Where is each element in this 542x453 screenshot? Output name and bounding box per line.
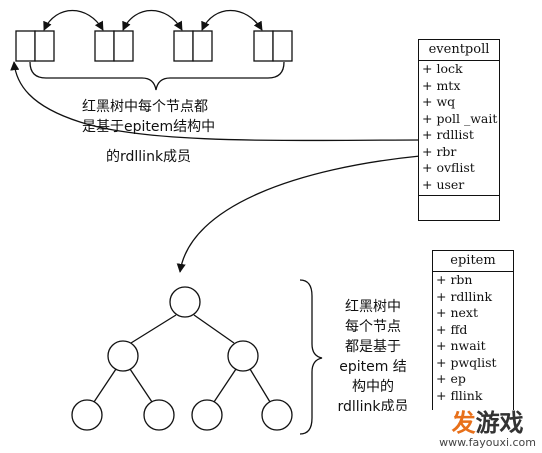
list-node-2: [94, 30, 134, 62]
tree-edge: [213, 368, 237, 403]
tree-brace: [299, 279, 323, 435]
list-node-3: [173, 30, 213, 62]
list-link-arrow-1: [43, 9, 104, 31]
list-brace: [29, 61, 285, 91]
rdllist-to-list-arrow: [10, 61, 421, 142]
tree-edge: [93, 368, 117, 403]
tree-node: [71, 399, 103, 431]
eventpoll-field-wq: + wq: [422, 94, 456, 109]
epitem-field-nwait: + nwait: [436, 338, 486, 353]
watermark-logo: 发游戏: [439, 410, 536, 436]
tree-node: [143, 399, 175, 431]
epitem-field-rbn: + rbn: [436, 272, 473, 287]
eventpoll-field-rdllist: + rdllist: [422, 127, 474, 142]
epitem-field-pwqlist: + pwqlist: [436, 354, 497, 370]
list-link-arrow-3: [201, 9, 263, 31]
tree-edge: [129, 368, 153, 403]
tree-edge: [193, 314, 235, 344]
annotation-line-1: 红黑树中每个节点都: [82, 99, 208, 115]
tree-annotation-line: 都是基于: [345, 339, 401, 355]
epitem-field-next: + next: [436, 305, 478, 320]
watermark-logo-part2: 游戏: [475, 409, 524, 437]
watermark-url: www.fayouxi.com: [439, 436, 536, 449]
tree-edge: [249, 368, 271, 403]
tree-edge: [130, 314, 177, 344]
tree-annotation-line: 红黑树中: [345, 299, 401, 315]
tree-node: [227, 340, 259, 372]
tree-node: [191, 399, 223, 431]
annotation-line-2: 是基于epitem结构中: [82, 119, 216, 135]
tree-annotation-line: rdllink成员: [337, 399, 409, 411]
eventpoll-field-rbr: + rbr: [422, 143, 457, 159]
list-node-1: [15, 30, 55, 62]
eventpoll-field-user: + user: [419, 177, 499, 196]
tree-annotation-line: 构中的: [352, 379, 394, 395]
rbr-to-tree-arrow: [176, 155, 421, 273]
tree-annotation-line: 每个节点: [345, 319, 401, 335]
list-link-arrow-2: [122, 9, 183, 31]
tree-node-root: [169, 286, 201, 318]
eventpoll-field-lock: + lock: [422, 61, 463, 76]
red-black-tree: [71, 286, 293, 431]
eventpoll-field-mtx: + mtx: [422, 77, 461, 93]
eventpoll-field-ovflist: + ovflist: [422, 160, 475, 175]
epitem-field-fllink: + fllink: [436, 387, 483, 403]
watermark-logo-part1: 发: [451, 409, 476, 437]
epitem-field-ffd: + ffd: [436, 321, 468, 337]
epitem-struct-box: epitem + rbn + rdllink + next + ffd + nw…: [432, 250, 514, 410]
site-watermark: 发游戏 www.fayouxi.com: [439, 410, 536, 449]
list-node-4: [253, 30, 293, 62]
epitem-field-rdllink: + rdllink: [436, 288, 493, 304]
eventpoll-field-poll-wait: + poll _wait: [422, 110, 498, 126]
annotation-line-3: 的rdllink成员: [106, 149, 192, 165]
eventpoll-struct-box: eventpoll + lock + mtx + wq + poll _wait…: [418, 39, 500, 221]
tree-node: [107, 340, 139, 372]
eventpoll-title: eventpoll: [419, 40, 499, 61]
epitem-title: epitem: [433, 251, 513, 272]
tree-annotation: 红黑树中 每个节点 都是基于 epitem 结 构中的 rdllink成员: [330, 297, 416, 411]
tree-annotation-line: epitem 结: [339, 359, 407, 375]
tree-node: [261, 399, 293, 431]
epitem-field-ep: + ep: [436, 371, 466, 386]
